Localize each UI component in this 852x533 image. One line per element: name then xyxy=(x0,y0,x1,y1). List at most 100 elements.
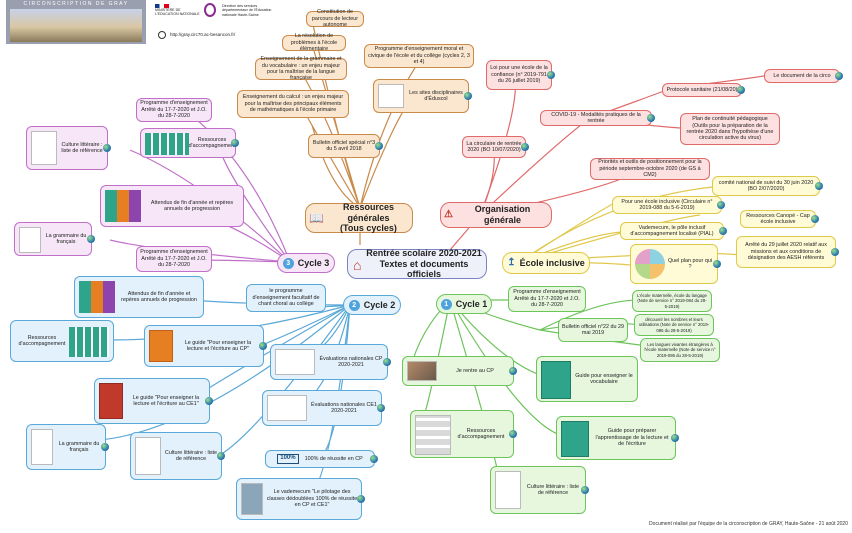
node-label: Culture littéraire : liste de référence xyxy=(61,141,103,154)
link-globe-icon[interactable] xyxy=(383,358,391,366)
link-globe-icon[interactable] xyxy=(87,235,95,243)
link-globe-icon[interactable] xyxy=(737,86,745,94)
node-label: L'école maternelle, école du langage (No… xyxy=(637,293,707,309)
hub-cycle2[interactable]: 2 Cycle 2 xyxy=(343,295,401,315)
hub-cycle3-label: Cycle 3 xyxy=(297,257,330,268)
node-c2-100-reussite[interactable]: 100% 100% de réussite en CP xyxy=(265,450,378,468)
link-globe-icon[interactable] xyxy=(717,201,725,209)
node-c2-vademecum[interactable]: Le vademecum "Le pilotage des classes dé… xyxy=(236,478,365,520)
node-c1-je-rentre-cp[interactable]: Je rentre au CP xyxy=(402,356,517,386)
header-banner: CIRCONSCRIPTION DE GRAY xyxy=(6,0,146,44)
node-canope[interactable]: Ressources Canopé - Cap école inclusive xyxy=(740,210,819,228)
node-document-circo[interactable]: Le document de la circo xyxy=(764,69,843,83)
link-globe-icon[interactable] xyxy=(464,92,472,100)
node-label: Ressources d'accompagnement xyxy=(18,334,66,347)
site-url[interactable]: http://gray.circ70.ac-besancon.fr/ xyxy=(170,32,236,37)
node-enseignement-calcul[interactable]: Enseignement du calcul : un enjeu majeur… xyxy=(237,90,349,118)
node-grammaire-vocabulaire[interactable]: Enseignement de la grammaire et du vocab… xyxy=(255,56,347,81)
node-c2-eval-cp[interactable]: Évaluations nationales CP 2020-2021 xyxy=(270,344,391,380)
node-priorites-outils[interactable]: Priorités et outils de positionnement po… xyxy=(590,158,710,180)
node-c1-programme[interactable]: Programme d'enseignement Arrêté du 17-7-… xyxy=(508,286,586,312)
link-globe-icon[interactable] xyxy=(370,455,378,463)
node-c1-lecture-ecriture[interactable]: Guide pour préparer l'apprentissage de l… xyxy=(556,416,679,460)
link-globe-icon[interactable] xyxy=(547,71,555,79)
link-globe-icon[interactable] xyxy=(647,114,655,122)
node-emc[interactable]: Programme d'enseignement moral et civiqu… xyxy=(364,44,474,68)
node-c2-attendus[interactable]: Attendus de fin d'année et repères annue… xyxy=(74,276,204,318)
ministry-text: MINISTÈRE DE L'ÉDUCATION NATIONALE xyxy=(155,8,200,17)
node-arrete-aesh[interactable]: Arrêté du 29 juillet 2020 relatif aux mi… xyxy=(736,236,839,268)
link-globe-icon[interactable] xyxy=(375,142,383,150)
link-globe-icon[interactable] xyxy=(831,248,839,256)
node-label: Enseignement du calcul : un enjeu majeur… xyxy=(242,94,344,114)
footer-credit: Document réalisé par l'équipe de la circ… xyxy=(649,521,848,527)
node-loi-confiance[interactable]: Loi pour une école de la confiance (n° 2… xyxy=(486,60,555,90)
node-plan-continuite[interactable]: Plan de continuité pédagogique (Outils p… xyxy=(680,113,780,145)
node-label: Ressources Canopé - Cap école inclusive xyxy=(746,212,810,225)
link-globe-icon[interactable] xyxy=(217,452,225,460)
link-globe-icon[interactable] xyxy=(101,443,109,451)
node-quel-plan[interactable]: Quel plan pour qui ? xyxy=(630,244,721,284)
logo-100: 100% xyxy=(277,454,299,464)
node-c3-programme[interactable]: Programme d'enseignement Arrêté du 17-7-… xyxy=(136,98,212,122)
node-resolution-problemes[interactable]: La résolution de problèmes à l'école élé… xyxy=(282,33,346,52)
hub-resources[interactable]: 📖 Ressources générales (Tous cycles) xyxy=(305,202,413,233)
node-c3-ressources[interactable]: Ressources d'accompagnement xyxy=(140,128,239,158)
node-c1-ressources[interactable]: Ressources d'accompagnement xyxy=(410,410,517,458)
link-globe-icon[interactable] xyxy=(377,404,385,412)
hub-organisation[interactable]: ⚠ Organisation générale xyxy=(440,202,552,228)
node-comite-national[interactable]: comité national de suivi du 30 juin 2020… xyxy=(712,176,823,196)
link-globe-icon[interactable] xyxy=(509,367,517,375)
link-globe-icon[interactable] xyxy=(259,342,267,350)
node-c1-bo22[interactable]: Bulletin officiel n°22 du 29 mai 2019 xyxy=(558,318,628,342)
link-globe-icon[interactable] xyxy=(205,397,213,405)
node-c1-culture-litteraire[interactable]: Culture littéraire : liste de référence xyxy=(490,466,589,514)
node-c1-nombres[interactable]: découvrir les nombres et leurs utilisati… xyxy=(634,314,714,336)
link-globe-icon[interactable] xyxy=(835,72,843,80)
node-label: Protocole sanitaire (21/08/20) xyxy=(666,86,738,93)
vademecum-thumbnail xyxy=(241,483,263,515)
node-c2-grammaire[interactable]: La grammaire du français xyxy=(26,424,109,470)
link-globe-icon[interactable] xyxy=(231,139,239,147)
node-c1-langues[interactable]: Les langues vivantes étrangères à l'écol… xyxy=(640,338,720,362)
node-c3-attendus[interactable]: Attendus de fin d'année et repères annue… xyxy=(100,185,244,227)
link-globe-icon[interactable] xyxy=(815,182,823,190)
attendus-tiles xyxy=(105,190,141,222)
node-c3-culture-litteraire[interactable]: Culture littéraire : liste de référence xyxy=(26,126,111,170)
node-pial[interactable]: Vademecum, le pôle inclusif d'accompagne… xyxy=(620,222,727,240)
node-lecteur-autonome[interactable]: Constitution de parcours de lecteur auto… xyxy=(306,9,364,28)
node-c2-eval-ce1[interactable]: Évaluations nationales CE1 2020-2021 xyxy=(262,390,385,426)
node-c2-ressources[interactable]: Ressources d'accompagnement xyxy=(10,320,114,362)
node-covid[interactable]: COVID-19 - Modalités pratiques de la ren… xyxy=(540,110,655,126)
link-globe-icon[interactable] xyxy=(811,215,819,223)
hub-cycle1-label: Cycle 1 xyxy=(455,298,488,309)
link-globe-icon[interactable] xyxy=(509,430,517,438)
link-globe-icon[interactable] xyxy=(719,227,727,235)
node-c3-programme-2[interactable]: Programme d'enseignement Arrêté du 17-7-… xyxy=(136,246,212,272)
node-label: Loi pour une école de la confiance (n° 2… xyxy=(490,65,548,85)
node-c2-guide-cp[interactable]: Le guide "Pour enseigner la lecture et l… xyxy=(144,325,267,367)
node-label: Ressources d'accompagnement xyxy=(188,136,236,149)
node-sites-eduscol[interactable]: Les sites disciplinaires d'Éduscol xyxy=(373,79,472,113)
node-c2-culture-litteraire[interactable]: Culture littéraire : liste de référence xyxy=(130,432,225,480)
link-globe-icon[interactable] xyxy=(357,495,365,503)
link-globe-icon[interactable] xyxy=(713,260,721,268)
node-ecole-inclusive-circulaire[interactable]: Pour une école inclusive (Circulaire n° … xyxy=(612,196,725,214)
node-c1-langage[interactable]: L'école maternelle, école du langage (No… xyxy=(632,290,712,312)
node-c2-chant-choral[interactable]: le programme d'enseignement facultatif d… xyxy=(246,284,326,312)
hub-cycle3[interactable]: 3 Cycle 3 xyxy=(277,253,335,273)
node-bo-special[interactable]: Bulletin officiel spécial n°3 du 5 avril… xyxy=(308,134,383,158)
link-globe-icon[interactable] xyxy=(103,144,111,152)
hub-inclusive[interactable]: ↥ École inclusive xyxy=(502,252,590,274)
link-globe-icon[interactable] xyxy=(581,486,589,494)
node-circulaire-rentree[interactable]: La circulaire de rentrée 2020 (BO 10/07/… xyxy=(462,136,529,158)
link-globe-icon[interactable] xyxy=(671,434,679,442)
link-globe-icon[interactable] xyxy=(521,143,529,151)
node-c3-grammaire[interactable]: La grammaire du français xyxy=(14,222,95,256)
hub-cycle1[interactable]: 1 Cycle 1 xyxy=(436,294,492,314)
globe-icon xyxy=(158,31,166,39)
node-protocole-sanitaire[interactable]: Protocole sanitaire (21/08/20) xyxy=(662,83,745,97)
node-c2-guide-ce1[interactable]: Le guide "Pour enseigner la lecture et l… xyxy=(94,378,213,424)
node-c1-vocabulaire[interactable]: Guide pour enseigner le vocabulaire xyxy=(536,356,638,402)
